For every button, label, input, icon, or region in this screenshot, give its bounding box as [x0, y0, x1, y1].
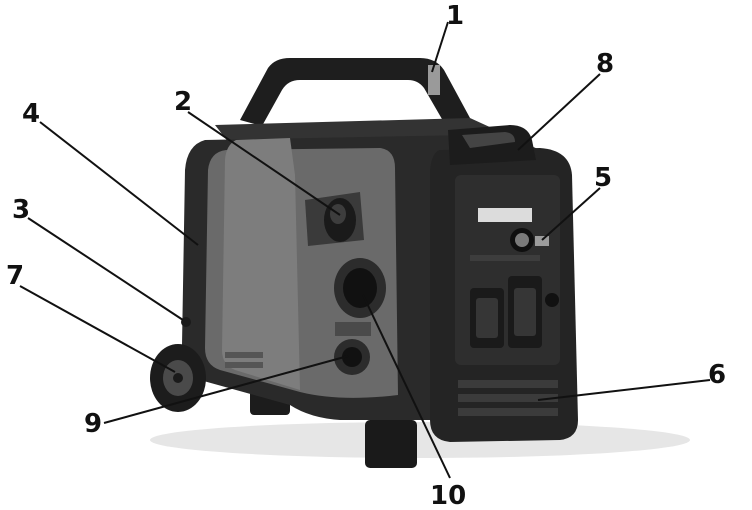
callout-6: 6: [708, 360, 726, 390]
ground-shadow: [150, 422, 690, 458]
leader-line-2: [187, 111, 341, 216]
control-knob-ring: [515, 233, 529, 247]
handle-clip: [428, 65, 440, 95]
leader-line-9: [103, 355, 349, 424]
carry-handle: [240, 58, 470, 126]
panel-screw: [181, 317, 191, 327]
callout-4: 4: [22, 99, 40, 129]
leader-line-5: [541, 187, 601, 241]
callout-9: 9: [84, 409, 102, 439]
front-vent: [458, 380, 558, 388]
leader-line-8: [517, 73, 601, 151]
panel-vent: [225, 352, 263, 358]
callout-2: 2: [174, 87, 192, 117]
callout-7: 7: [6, 261, 24, 291]
leader-line-1: [431, 21, 449, 73]
leader-line-10: [362, 294, 451, 479]
port-inner: [343, 268, 377, 308]
side-panel-inset: [222, 138, 300, 390]
leader-line-4: [39, 121, 199, 246]
outlet-right-cover: [514, 288, 536, 336]
leader-line-6: [537, 379, 711, 401]
display-window: [478, 208, 532, 222]
switch-strip: [470, 255, 540, 261]
front-vent: [458, 394, 558, 402]
port-inner-lower: [342, 347, 362, 367]
callout-8: 8: [596, 49, 614, 79]
panel-vent: [225, 362, 263, 368]
front-grip-hole: [462, 132, 515, 148]
label-plate: [335, 322, 371, 336]
callout-10: 10: [430, 481, 466, 510]
valve-fitting: [535, 236, 549, 246]
callout-5: 5: [594, 163, 612, 193]
callout-3: 3: [12, 195, 30, 225]
foot-front: [365, 420, 417, 468]
leader-line-7: [19, 285, 176, 373]
outlet-left-cover: [476, 298, 498, 338]
leader-line-3: [27, 217, 184, 321]
front-vent: [458, 408, 558, 416]
callout-1: 1: [446, 1, 464, 31]
wheel-axle: [173, 373, 183, 383]
dc-port: [545, 293, 559, 307]
